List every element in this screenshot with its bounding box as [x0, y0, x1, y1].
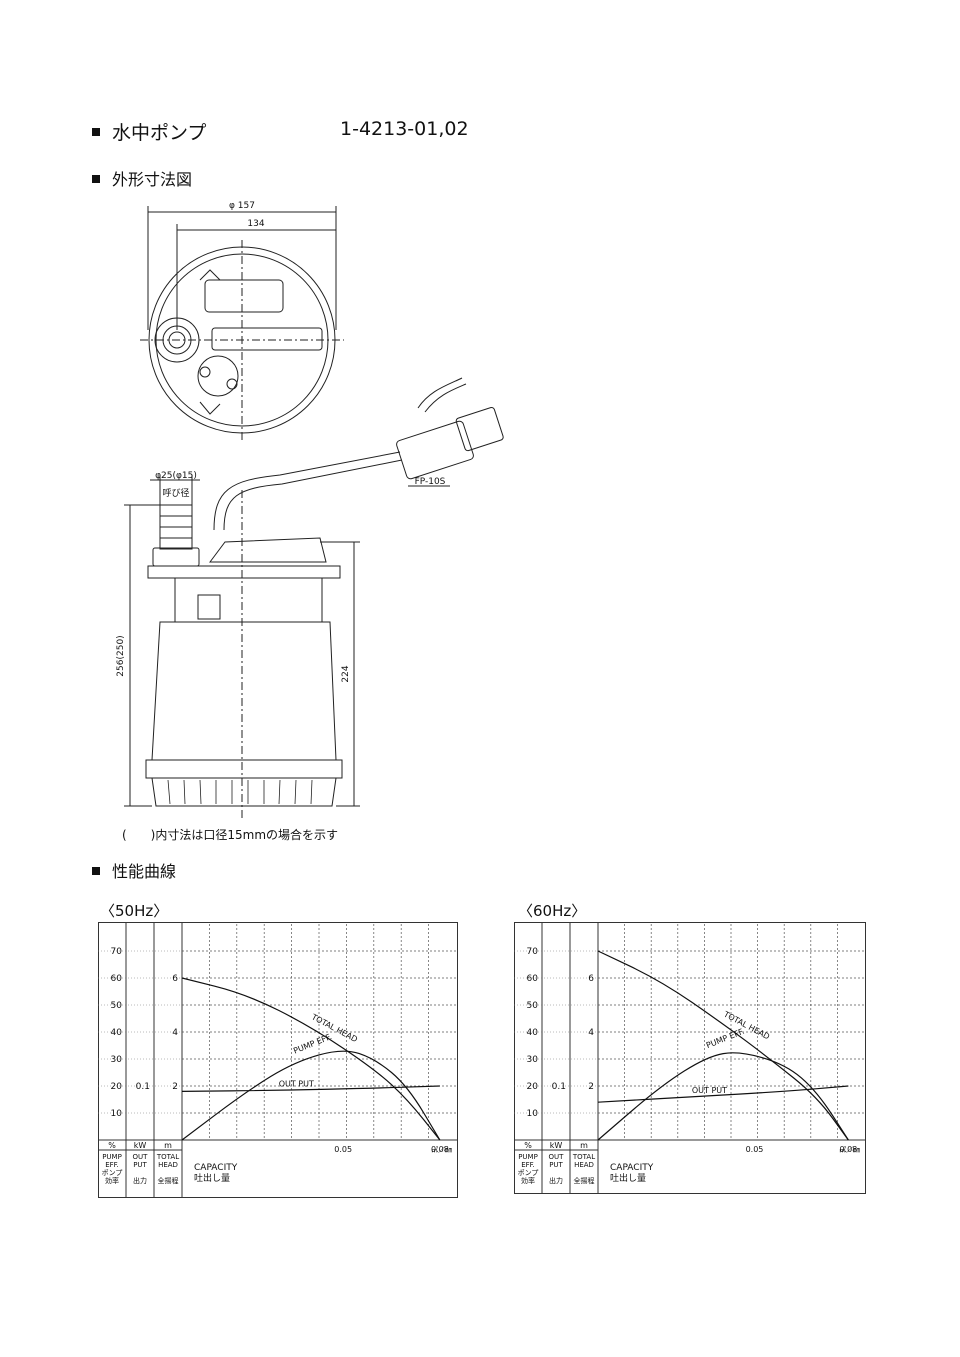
- axis-name-label: OUT: [549, 1153, 565, 1161]
- series-line: [597, 1085, 849, 1103]
- series-line: [181, 1085, 440, 1092]
- axis-unit-label: %: [108, 1141, 116, 1150]
- y-tick-label: 2: [172, 1082, 178, 1092]
- page-title: 水中ポンプ: [112, 122, 207, 144]
- y-tick-label: 70: [111, 947, 123, 957]
- chart-frame: [514, 922, 866, 1194]
- x-tick-label: 0.05: [746, 1145, 764, 1154]
- y-tick-label: 0.1: [552, 1082, 566, 1092]
- section-dimensions: 外形寸法図: [92, 166, 192, 190]
- dim-total-height: 256(250): [116, 635, 126, 676]
- y-tick-label: 4: [588, 1028, 594, 1038]
- x-unit-label: ㎥／㎜: [431, 1145, 452, 1154]
- axis-unit-label: m: [580, 1141, 588, 1150]
- hose-nominal-label: 呼び径: [162, 487, 189, 499]
- y-tick-label: 6: [588, 974, 594, 984]
- axis-name-label: HEAD: [158, 1161, 178, 1169]
- series-line: [181, 1050, 441, 1141]
- series-line: [597, 1052, 849, 1141]
- y-tick-label: 6: [172, 974, 178, 984]
- dim-body-height: 224: [341, 665, 351, 682]
- axis-unit-label: kW: [550, 1141, 563, 1150]
- y-tick-label: 2: [588, 1082, 594, 1092]
- series-label: PUMP EFF.: [292, 1032, 333, 1056]
- axis-name-label: PUT: [133, 1161, 147, 1169]
- page-title-row: 水中ポンプ: [92, 118, 206, 145]
- y-tick-label: 10: [527, 1109, 539, 1119]
- axis-name-label: HEAD: [574, 1161, 594, 1169]
- axis-unit-label: m: [164, 1141, 172, 1150]
- axis-name-label: 全揚程: [574, 1176, 595, 1185]
- x-unit-label: ㎥／㎜: [839, 1145, 860, 1154]
- section-dimensions-label: 外形寸法図: [112, 170, 193, 189]
- x-axis-label: CAPACITY: [610, 1163, 654, 1173]
- y-tick-label: 30: [111, 1055, 123, 1065]
- axis-name-label: 出力: [549, 1176, 563, 1185]
- bullet-icon: [92, 174, 100, 183]
- axis-name-label: 全揚程: [158, 1176, 179, 1185]
- y-tick-label: 60: [527, 974, 539, 984]
- section-performance: 性能曲線: [92, 858, 176, 882]
- y-tick-label: 10: [111, 1109, 123, 1119]
- x-axis-label-jp: 吐出し量: [194, 1172, 230, 1184]
- chart-50hz-title: 〈50Hz〉: [100, 902, 169, 920]
- series-label: PUMP EFF.: [705, 1027, 746, 1051]
- bullet-icon: [92, 866, 100, 875]
- chart-frame: [98, 922, 458, 1198]
- chart-60hz-title: 〈60Hz〉: [518, 902, 587, 920]
- y-tick-label: 0.1: [136, 1082, 150, 1092]
- y-tick-label: 20: [527, 1082, 539, 1092]
- series-line: [597, 950, 849, 1141]
- series-label: OUT PUT: [692, 1086, 727, 1095]
- y-tick-label: 70: [527, 947, 539, 957]
- y-tick-label: 40: [111, 1028, 123, 1038]
- plug-model: FP-10S: [415, 477, 446, 487]
- x-axis-label: CAPACITY: [194, 1163, 238, 1173]
- y-tick-label: 50: [111, 1001, 123, 1011]
- axis-name-label: PUMP: [102, 1153, 122, 1161]
- y-tick-label: 20: [111, 1082, 123, 1092]
- dimension-note: ( )内寸法は口径15mmの場合を示す: [122, 828, 339, 842]
- bullet-icon: [92, 127, 100, 136]
- axis-unit-label: kW: [134, 1141, 147, 1150]
- outline-drawing: φ 157 134 φ25(φ15) 呼び径 256(250) 224 FP-1…: [116, 201, 504, 820]
- x-tick-label: 0.05: [334, 1145, 352, 1154]
- axis-name-label: TOTAL: [156, 1153, 179, 1161]
- dim-134: 134: [247, 219, 264, 229]
- y-tick-label: 30: [527, 1055, 539, 1065]
- y-tick-label: 60: [111, 974, 123, 984]
- dim-outer-diameter: φ 157: [229, 201, 255, 211]
- axis-name-label: 効率: [105, 1176, 119, 1185]
- axis-name-label: ポンプ: [102, 1169, 123, 1177]
- axis-name-label: EFF.: [105, 1161, 119, 1169]
- axis-name-label: PUT: [549, 1161, 563, 1169]
- axis-name-label: 出力: [133, 1176, 147, 1185]
- y-tick-label: 50: [527, 1001, 539, 1011]
- x-tick-label: 0.08: [839, 1145, 857, 1154]
- x-axis-label-jp: 吐出し量: [610, 1172, 646, 1184]
- axis-name-label: TOTAL: [572, 1153, 595, 1161]
- y-tick-label: 40: [527, 1028, 539, 1038]
- series-label: OUT PUT: [279, 1079, 314, 1088]
- axis-unit-label: %: [524, 1141, 532, 1150]
- dim-hose-diameter: φ25(φ15): [155, 471, 197, 481]
- section-performance-label: 性能曲線: [112, 862, 177, 881]
- series-line: [181, 977, 441, 1141]
- axis-name-label: 効率: [521, 1176, 535, 1185]
- axis-name-label: PUMP: [518, 1153, 538, 1161]
- y-tick-label: 4: [172, 1028, 178, 1038]
- axis-name-label: EFF.: [521, 1161, 535, 1169]
- product-code: 1-4213-01,02: [340, 118, 469, 140]
- axis-name-label: ポンプ: [518, 1169, 539, 1177]
- axis-name-label: OUT: [133, 1153, 149, 1161]
- x-tick-label: 0.08: [431, 1145, 449, 1154]
